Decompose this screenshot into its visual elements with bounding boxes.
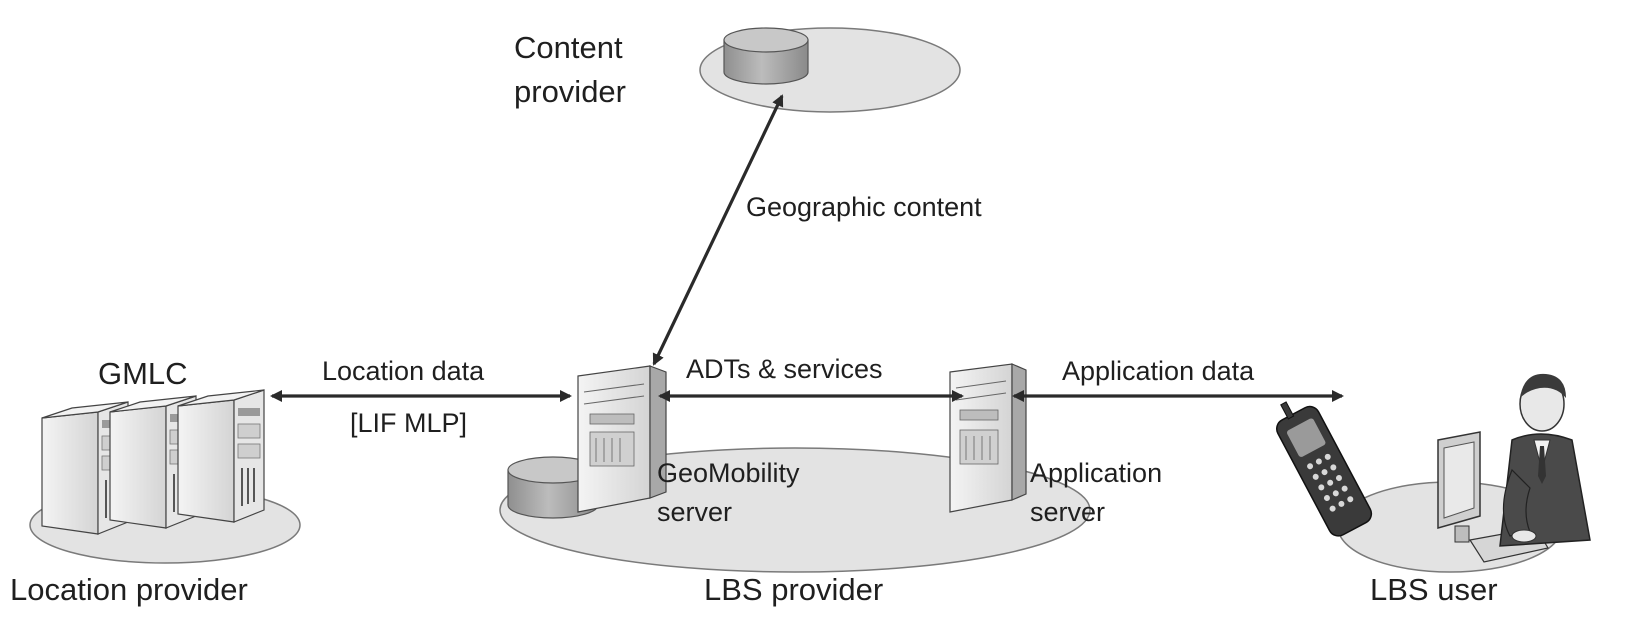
database-icon	[507, 456, 599, 519]
geomobility-server-label: server	[657, 497, 732, 527]
application-server-icon	[949, 363, 1027, 513]
lif-mlp-label: [LIF MLP]	[350, 408, 467, 438]
geographic-content-arrow	[652, 94, 784, 366]
mobile-phone-icon	[1276, 401, 1373, 537]
adts-services-label: ADTs & services	[686, 354, 883, 384]
application-server-label: server	[1030, 497, 1105, 527]
content-provider-label: Content	[514, 30, 623, 65]
database-icon	[723, 27, 809, 85]
location-provider-label: Location provider	[10, 572, 248, 607]
gmlc-label: GMLC	[98, 356, 188, 391]
application-data-label: Application data	[1062, 356, 1255, 386]
geographic-content-label: Geographic content	[746, 192, 982, 222]
geomobility-server-icon	[577, 365, 667, 513]
user-at-computer-icon	[1437, 373, 1591, 563]
lbs-provider-label: LBS provider	[704, 572, 883, 607]
application-server-label: Application	[1030, 458, 1162, 488]
geomobility-server-label: GeoMobility	[657, 458, 800, 488]
server-rack-icon	[41, 389, 265, 535]
location-data-label: Location data	[322, 356, 485, 386]
lbs-user-label: LBS user	[1370, 572, 1498, 607]
content-provider-label: provider	[514, 74, 626, 109]
